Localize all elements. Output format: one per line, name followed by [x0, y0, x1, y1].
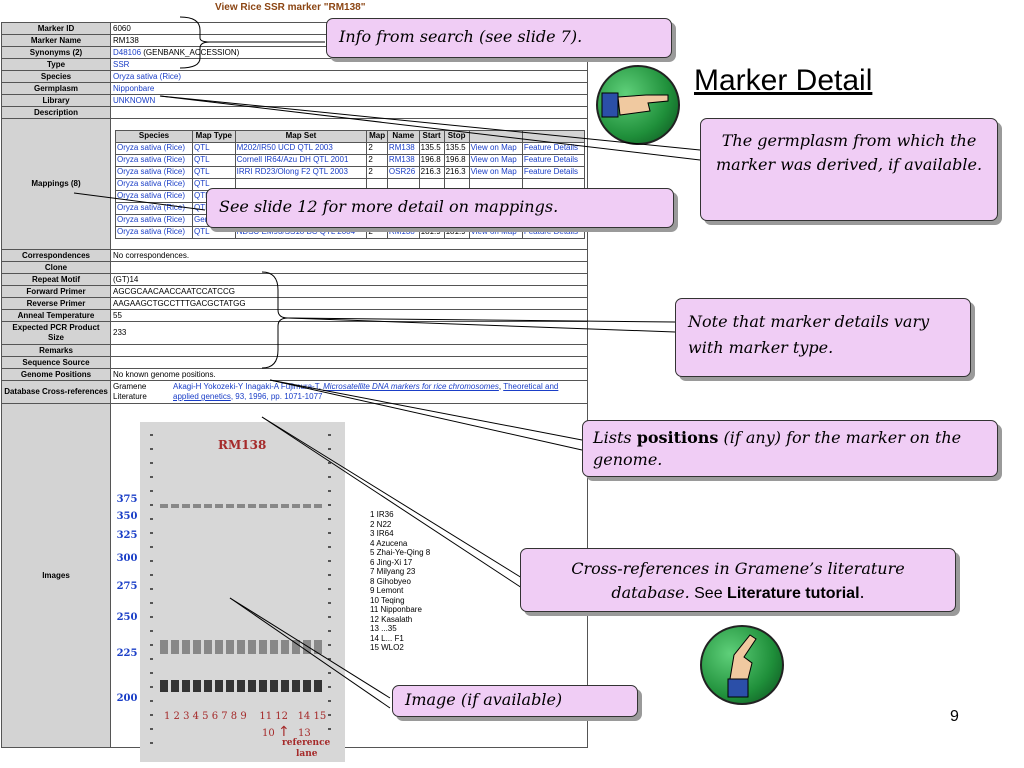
gel-image: RM138	[140, 422, 345, 762]
field-label: Marker ID	[1, 22, 111, 35]
lane-numbers: 1 2 3 4 5 6 7 8 9 11 12 14 15	[164, 711, 327, 722]
ladder-lane-right	[328, 434, 331, 734]
synonym-type: (GENBANK_ACCESSION)	[141, 47, 240, 57]
page-title: View Rice SSR marker "RM138"	[215, 2, 366, 13]
list-item: 11 Nipponbare	[370, 605, 422, 614]
arrow-up-icon: ↑	[278, 724, 290, 740]
ref-label-2: lane	[296, 749, 318, 759]
callout-mappings: See slide 12 for more detail on mappings…	[206, 188, 674, 228]
field-label: Mappings (8)	[1, 118, 111, 250]
callout-xref-see: See	[689, 585, 728, 602]
view-on-map-link[interactable]: View on Map	[468, 141, 523, 155]
field-label: Database Cross-references	[1, 380, 111, 404]
ref-lane-right: 13	[298, 728, 311, 739]
callout-xref-end: .	[859, 583, 865, 602]
callout-image: Image (if available)	[392, 685, 638, 717]
size-label: 200	[116, 693, 138, 704]
field-label: Sequence Source	[1, 356, 111, 369]
size-label: 325	[116, 530, 138, 541]
field-label: Synonyms (2)	[1, 46, 111, 59]
list-item: 7 Milyang 23	[370, 567, 416, 576]
xref-citation: Akagi-H Yokozeki-Y Inagaki-A Fujimura-T,…	[173, 382, 585, 402]
callout-germplasm: The germplasm from which the marker was …	[700, 118, 998, 221]
xref-db: Gramene Literature	[113, 382, 147, 401]
ref-label-1: reference	[282, 738, 331, 748]
xref-author: Akagi-H Yokozeki-Y Inagaki-A Fujimura-T,	[173, 382, 324, 391]
size-label: 275	[116, 581, 138, 592]
callout-info: Info from search (see slide 7).	[326, 18, 672, 58]
field-label: Type	[1, 58, 111, 71]
field-label: Description	[1, 106, 111, 119]
ref-lane-left: 10	[262, 728, 275, 739]
list-item: 12 Kasalath	[370, 614, 413, 624]
list-item: 10 Teqing	[370, 595, 405, 605]
table-row: Repeat Motif(GT)14	[1, 273, 588, 286]
xref-journal-link[interactable]: Theoretical and applied genetics	[173, 382, 559, 401]
callout-positions: Lists positions (if any) for the marker …	[582, 420, 998, 477]
list-item: 13 ...35	[370, 624, 397, 633]
field-label: Remarks	[1, 344, 111, 357]
callout-positions-pre: Lists	[593, 428, 637, 447]
list-item: 3 IR64	[370, 529, 394, 538]
gel-title: RM138	[218, 438, 267, 452]
mappings-header: Species Map Type Map Set Map Name Start …	[114, 129, 586, 143]
list-item: 15 WLO2	[370, 643, 404, 652]
field-label: Anneal Temperature	[1, 309, 111, 322]
size-label: 250	[116, 612, 138, 623]
table-row: Oryza sativa (Rice)QTL	[114, 177, 586, 191]
slide-title: Marker Detail	[694, 64, 873, 97]
list-item: 6 Jing-Xi 17	[370, 557, 413, 567]
list-item: 14 L... F1	[370, 633, 404, 643]
list-item: 8 Gihobyeo	[370, 576, 411, 586]
list-item: 5 Zhai-Ye-Qing 8	[370, 548, 431, 557]
gel-band-row	[160, 640, 325, 654]
xref-sep: ,	[498, 382, 504, 391]
list-item: 1 IR36	[370, 510, 394, 519]
field-label: Images	[1, 403, 111, 748]
xrefs-value: Gramene Literature Akagi-H Yokozeki-Y In…	[110, 380, 588, 404]
column-header: Species	[114, 129, 194, 143]
column-header: Stop	[443, 129, 470, 143]
literature-tutorial-link[interactable]: Literature tutorial	[727, 585, 860, 602]
list-item: 2 N22	[370, 519, 392, 529]
table-row: Database Cross-references Gramene Litera…	[1, 380, 588, 404]
field-label: Repeat Motif	[1, 273, 111, 286]
xref-rest: , 93, 1996, pp. 1071-1077	[230, 392, 323, 401]
callout-positions-bold: positions	[636, 428, 719, 447]
list-item: 4 Azucena	[370, 538, 408, 548]
synonym-link[interactable]: D48106	[113, 47, 142, 57]
field-label: Correspondences	[1, 249, 111, 262]
callout-xref-text: Cross-references in Gramene’s literature…	[571, 559, 905, 602]
ladder-lane-left	[150, 434, 153, 754]
pointing-hand-up-icon	[700, 625, 784, 705]
field-label: Library	[1, 94, 111, 107]
size-label: 300	[116, 553, 138, 564]
gel-band-row	[160, 680, 325, 692]
column-header: Map Set	[234, 129, 368, 143]
size-label: 225	[116, 648, 138, 659]
callout-xref: Cross-references in Gramene’s literature…	[520, 548, 956, 612]
xref-title-link[interactable]: Microsatellite DNA markers for rice chro…	[323, 382, 499, 391]
callout-note: Note that marker details vary with marke…	[675, 298, 971, 377]
size-label: 350	[116, 511, 138, 522]
column-header: Map	[366, 129, 388, 143]
gel-band-row	[160, 504, 325, 508]
list-item: 9 Lemont	[370, 586, 404, 595]
pcr-size-value: 233	[110, 321, 588, 345]
slide-number: 9	[950, 708, 959, 725]
size-label: 375	[116, 494, 138, 505]
field-label: Expected PCR Product Size	[1, 321, 111, 345]
callout-positions-post: (if any) for the marker on the genome.	[593, 428, 962, 469]
field-label: Reverse Primer	[1, 297, 111, 310]
mapping-cell[interactable]: Oryza sativa (Rice)	[114, 225, 194, 239]
